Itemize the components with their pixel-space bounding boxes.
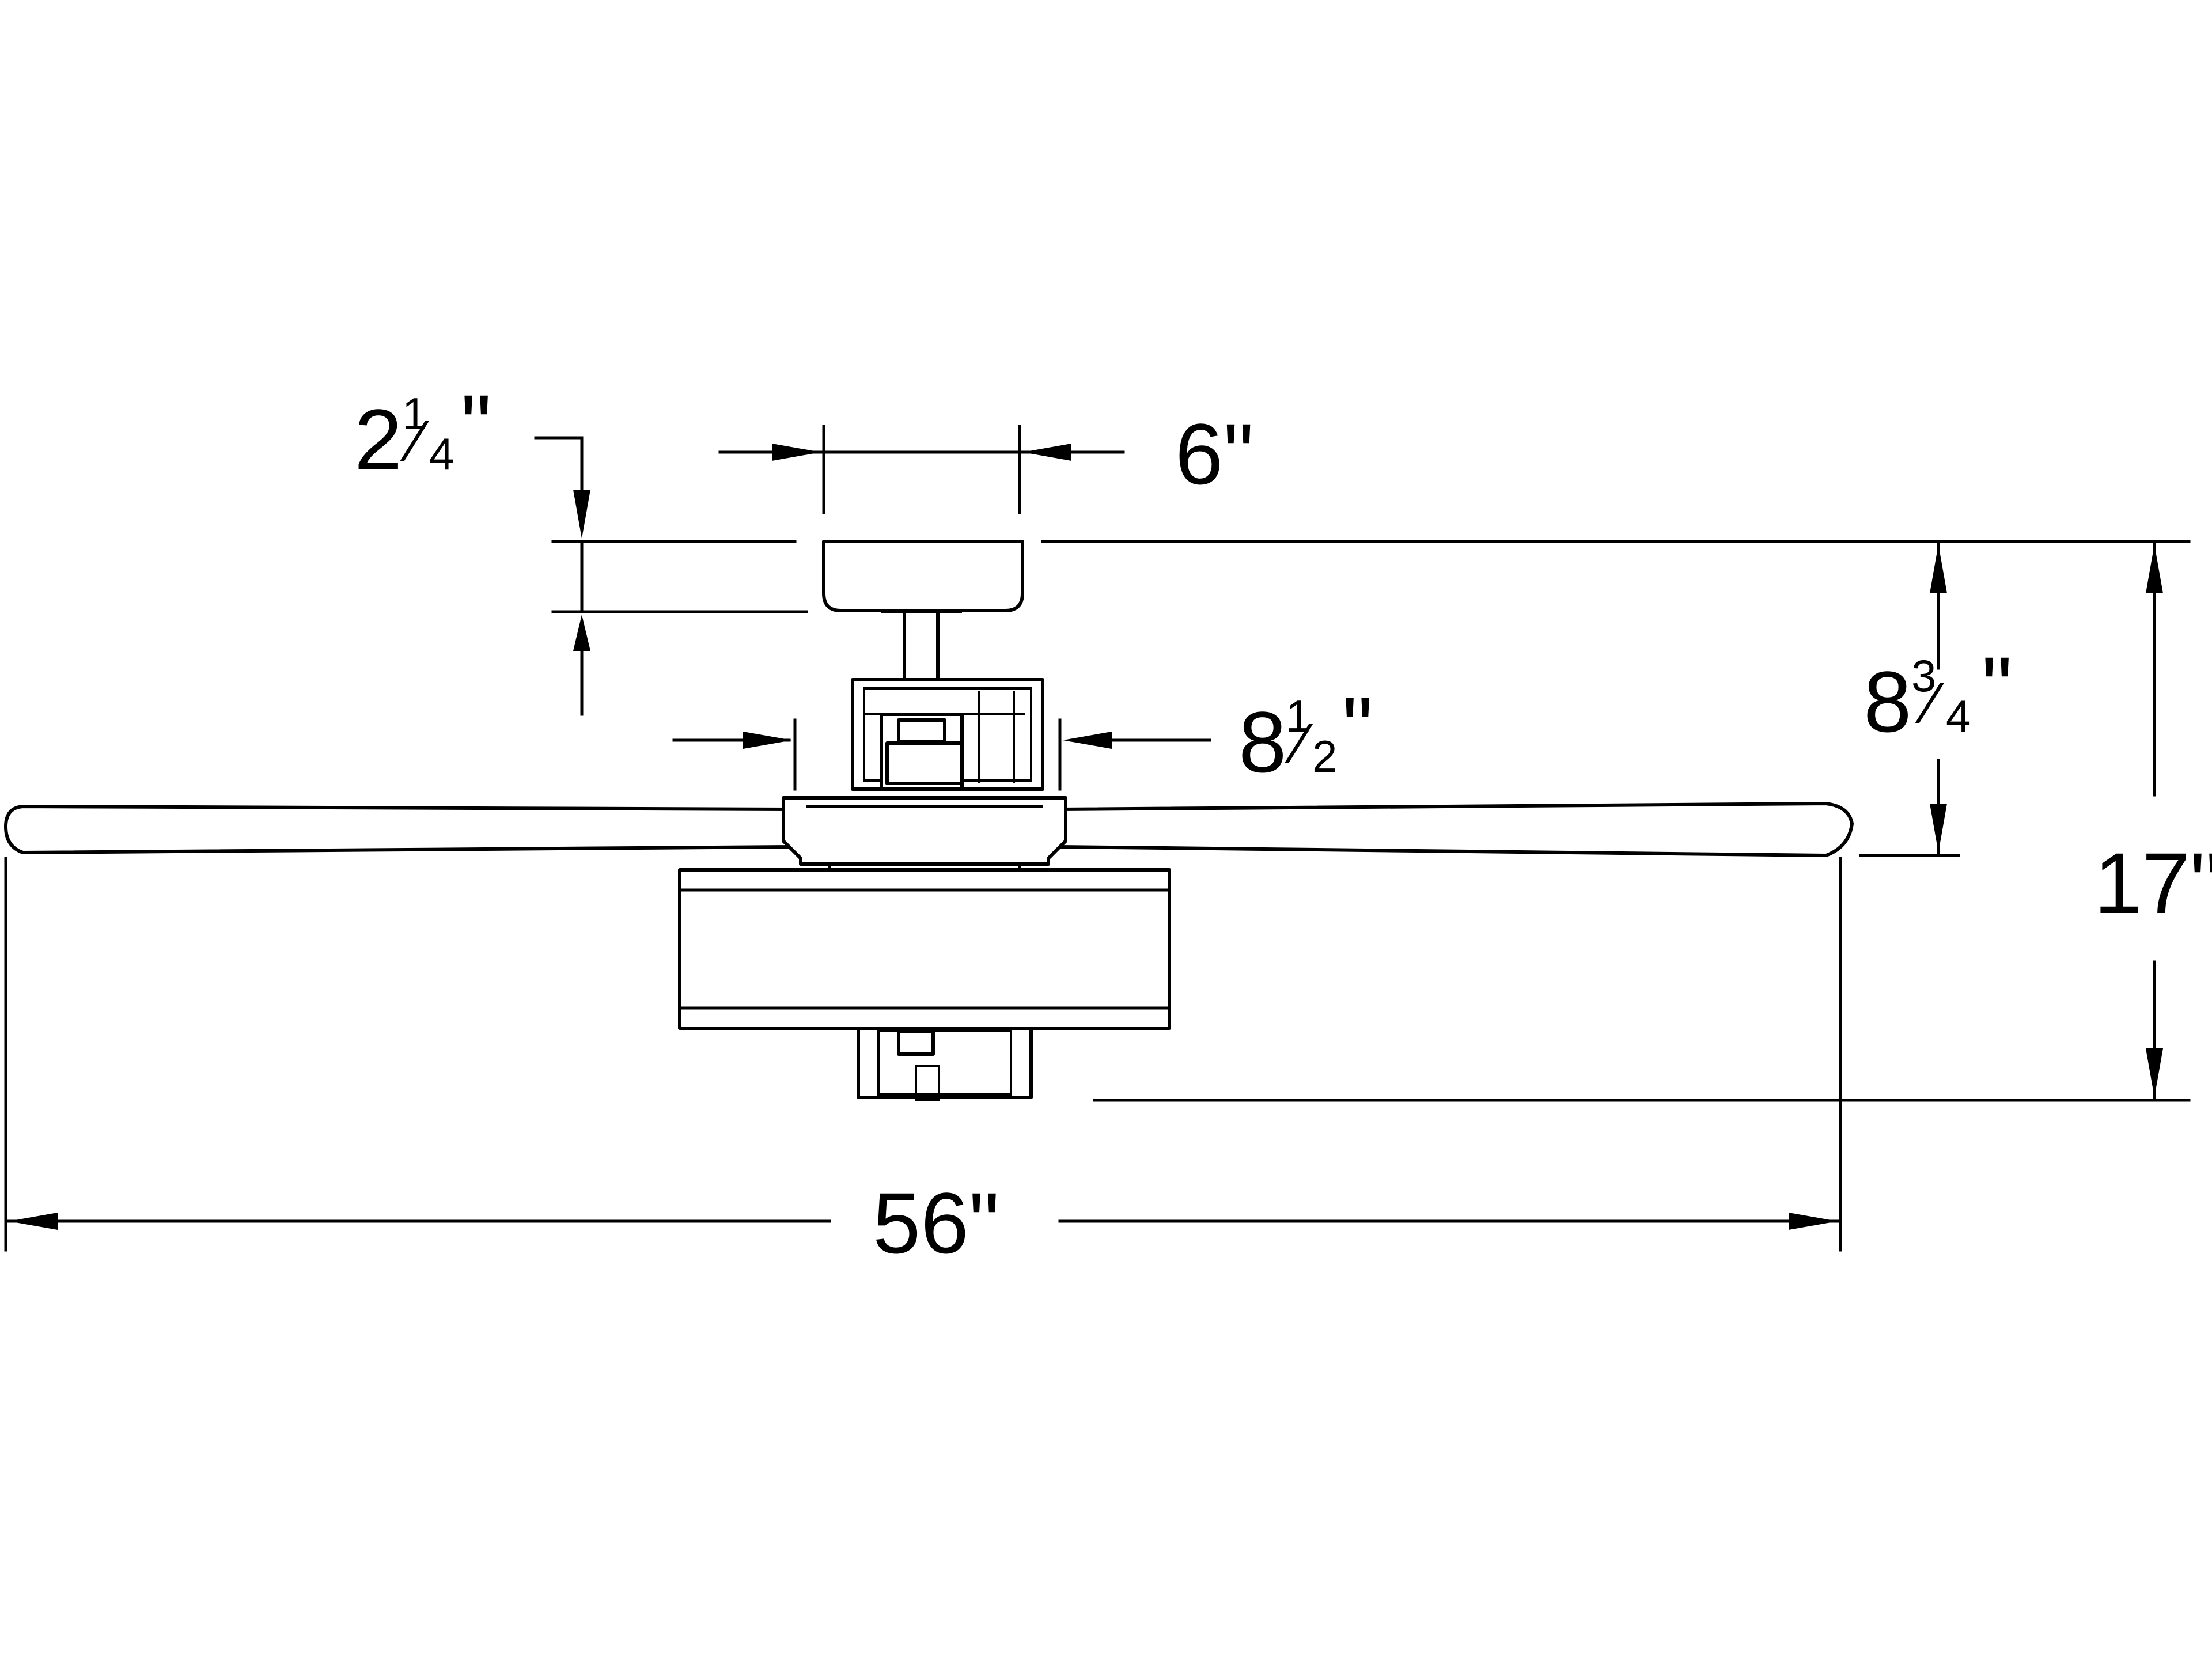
dim-ceiling-to-blade	[1041, 540, 2191, 857]
dim-overall-height	[1093, 540, 2191, 1102]
label-blade-span: 56"	[873, 1175, 999, 1271]
dim-motor-width	[672, 718, 1211, 791]
fan-blade-hub	[782, 796, 1067, 866]
label-ceiling-to-blade-whole: 8	[1863, 653, 1911, 750]
label-motor-width-num: 1	[1286, 691, 1310, 741]
label-ceiling-to-blade-den: 4	[1946, 691, 1971, 741]
fan-canopy	[822, 540, 1024, 612]
label-motor-width-whole: 8	[1238, 694, 1286, 790]
label-ceiling-to-blade-unit: "	[1982, 639, 2012, 736]
label-canopy-height-whole: 2	[354, 391, 402, 488]
fan-drawing	[4, 540, 1854, 1101]
label-overall-height: 17"	[2094, 835, 2212, 931]
label-ceiling-to-blade-num: 3	[1911, 650, 1936, 701]
dim-canopy-width	[718, 425, 1125, 514]
label-motor-width-unit: "	[1342, 679, 1373, 776]
fan-light-drum	[678, 868, 1171, 1030]
fan-blade-left	[4, 805, 791, 854]
fan-motor-housing	[851, 678, 1044, 791]
label-canopy-height-den: 4	[429, 429, 454, 479]
dim-blade-span	[4, 857, 1842, 1252]
label-canopy-width: 6"	[1175, 406, 1254, 502]
label-canopy-height: 2 1 ⁄ 4 "	[354, 377, 491, 488]
label-ceiling-to-blade: 8 3 ⁄ 4 "	[1863, 639, 2012, 750]
fan-blade-right	[1058, 802, 1854, 857]
label-motor-width: 8 1 ⁄ 2 "	[1238, 679, 1373, 790]
label-motor-width-den: 2	[1312, 731, 1337, 782]
fan-light-kit	[857, 1027, 1033, 1101]
dim-canopy-height	[534, 436, 808, 716]
label-canopy-height-num: 1	[402, 388, 427, 439]
label-canopy-height-unit: "	[461, 377, 491, 474]
